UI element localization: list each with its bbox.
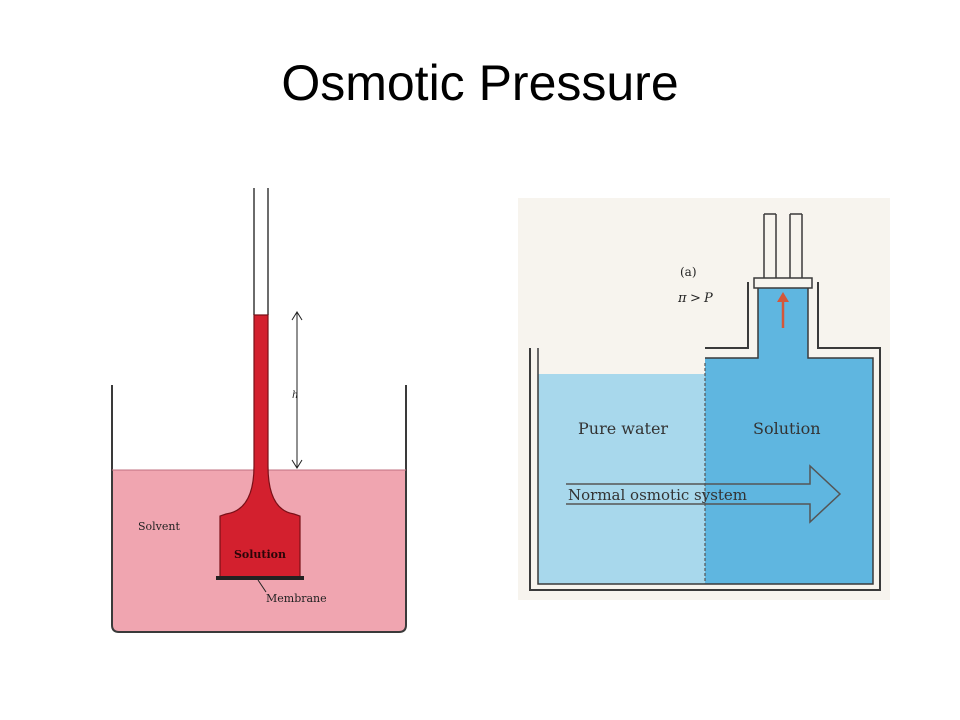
normal-osmotic-system-diagram: (a) π > P Pure water Solution Normal osm… (518, 198, 890, 600)
container-inner-left (537, 282, 874, 585)
membrane (216, 576, 304, 580)
flow-arrow (566, 464, 842, 524)
panel-label: (a) (680, 265, 697, 279)
container-outline (529, 282, 881, 591)
solution-label: Solution (234, 548, 286, 561)
flow-label: Normal osmotic system (568, 486, 747, 504)
solution-label: Solution (753, 419, 821, 438)
osmosis-tube-svg: h Solvent Solution Membrane (111, 188, 407, 633)
solution-column (219, 314, 301, 579)
pressure-symbol: P (703, 291, 713, 306)
osmosis-tube-diagram: h Solvent Solution Membrane (108, 170, 418, 640)
piston-head (753, 277, 813, 289)
membrane-label: Membrane (266, 592, 327, 605)
slide-title: Osmotic Pressure (281, 55, 679, 111)
pure-water-label: Pure water (578, 419, 668, 438)
height-arrow-bottom (291, 459, 303, 469)
osmotic-system-svg: (a) π > P Pure water Solution Normal osm… (518, 198, 890, 600)
height-label: h (292, 390, 298, 401)
membrane-leader (257, 579, 267, 593)
pressure-arrow-head (777, 292, 789, 302)
beaker-outline (111, 385, 407, 633)
pure-water-region (538, 374, 705, 584)
solution-region (705, 358, 873, 584)
solvent-label: Solvent (138, 520, 180, 533)
relation-symbol: > (690, 291, 701, 306)
height-arrow-top (291, 311, 303, 321)
pi-symbol: π (677, 291, 687, 306)
